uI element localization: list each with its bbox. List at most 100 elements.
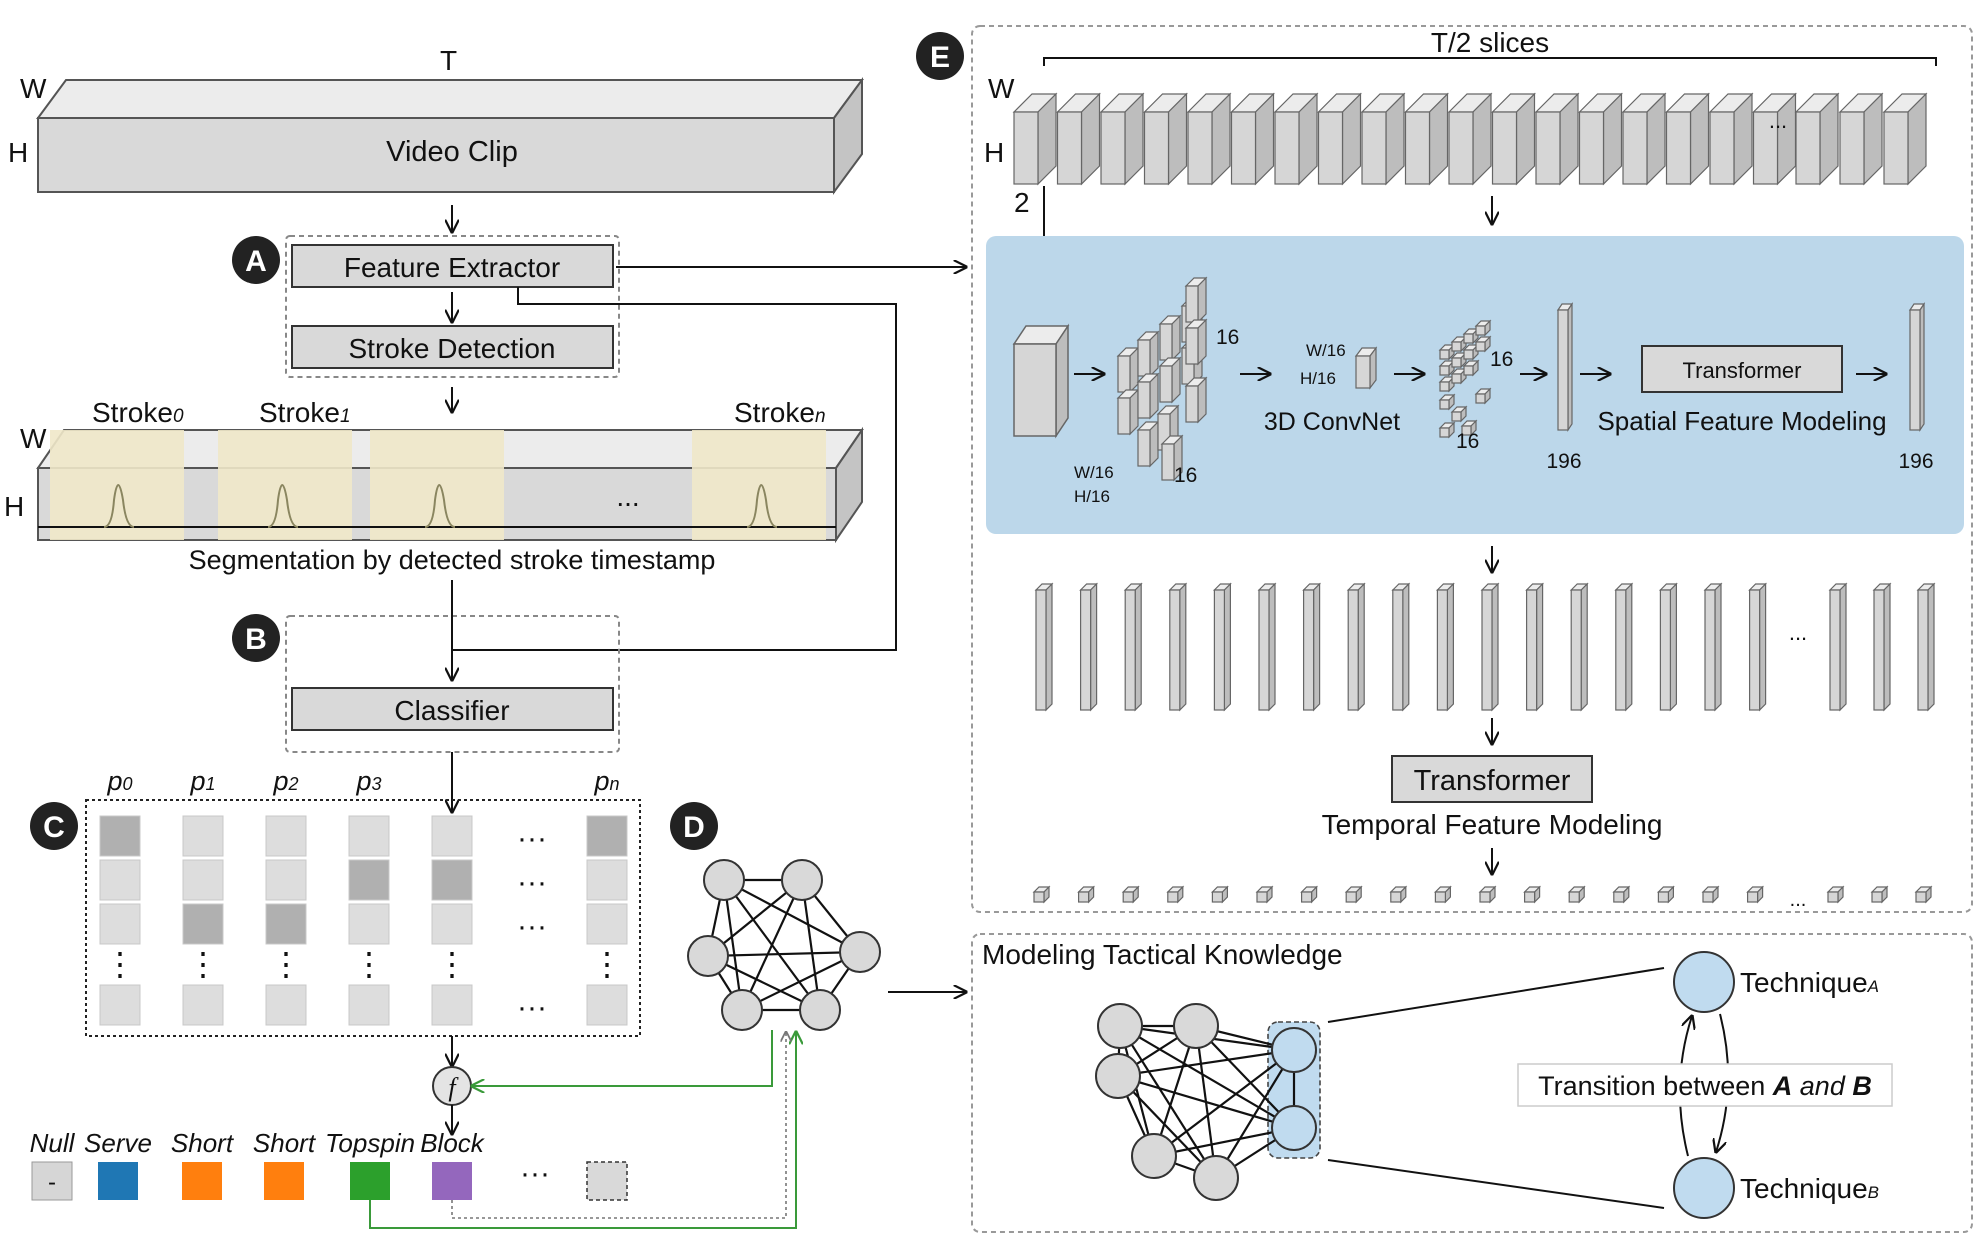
- spatial-transformer-box: [1641, 345, 1843, 393]
- small-cube: [1474, 335, 1492, 353]
- feature-bar: [1872, 582, 1892, 712]
- graph-edge: [1119, 1025, 1217, 1179]
- graph-edge: [1117, 1048, 1295, 1078]
- feature-bar: [1916, 582, 1936, 712]
- transition-label: Transition between A and B: [1538, 1071, 1872, 1101]
- small-cube: [1438, 393, 1456, 411]
- frame-slice: [1230, 92, 1275, 186]
- stroke-n-label: Stroken: [734, 397, 826, 428]
- stroke-peak: [267, 484, 299, 528]
- stroke-peak: [103, 484, 135, 528]
- vertical-ellipsis: ⋮: [104, 946, 136, 982]
- frame-slice: [1273, 92, 1319, 186]
- feature-bar: [1658, 582, 1678, 712]
- frame-slice: [1752, 92, 1797, 186]
- prob-cell: [99, 859, 141, 901]
- legend-swatch: [432, 1162, 472, 1200]
- frame-slice: [1317, 92, 1362, 186]
- slices-width-label: W: [988, 73, 1015, 104]
- prob-cell: [182, 903, 224, 945]
- prob-cell: [586, 903, 628, 945]
- video-time-label: T: [440, 45, 457, 76]
- stroke-segment: [218, 430, 352, 540]
- legend-ellipsis: ···: [520, 1157, 550, 1190]
- badge-b-letter: B: [245, 623, 267, 656]
- feature-bar: [1828, 582, 1848, 712]
- small-cube: [1460, 419, 1478, 437]
- technique-a-node: [1673, 951, 1735, 1013]
- badge-a-letter: A: [245, 245, 267, 278]
- green-feedback-line: [369, 1032, 796, 1229]
- graph-node: [799, 989, 841, 1031]
- probability-matrix: ⋮⋮⋮⋮⋮⋮············: [99, 815, 628, 1026]
- panel-a-border: [285, 235, 620, 378]
- legend-swatch: [98, 1162, 138, 1200]
- frame-slice: [1360, 92, 1406, 186]
- output-token: [1032, 885, 1051, 904]
- stroke-0-label: Stroke0: [92, 397, 184, 428]
- prob-cell: [265, 903, 307, 945]
- output-token: [1567, 885, 1586, 904]
- frame-slice: [1447, 92, 1493, 186]
- fusion-node: f: [432, 1066, 472, 1106]
- feature-map: [1160, 434, 1184, 482]
- graph-node: [1173, 1003, 1219, 1049]
- legend-label: Serve: [84, 1128, 152, 1158]
- frame-slice: [1491, 92, 1536, 186]
- slices-height-label: H: [984, 137, 1004, 168]
- spatial-module-panel: [986, 236, 1964, 534]
- technique-b-node: [1673, 1157, 1735, 1219]
- small-cube: [1462, 359, 1480, 377]
- token-bar-left: [1556, 302, 1574, 432]
- frame-slice: [1708, 92, 1754, 186]
- graph-edge: [800, 879, 822, 1011]
- prob-cell: [431, 815, 473, 857]
- graph-node: [1131, 1133, 1177, 1179]
- prob-label: pn: [593, 766, 619, 796]
- link-to-technique-b: [1327, 1159, 1665, 1209]
- feature-bar: [1525, 582, 1545, 712]
- panel-e-border: [971, 25, 1973, 913]
- feature-map: [1184, 376, 1208, 424]
- temporal-transformer-label: Transformer: [1414, 765, 1571, 797]
- slices-bracket: [1043, 57, 1937, 66]
- frame-slice: [1186, 92, 1232, 186]
- output-token: [1077, 885, 1096, 904]
- output-token: [1210, 885, 1229, 904]
- input-slice-cube: [1012, 323, 1070, 439]
- graph-edge: [1195, 1025, 1295, 1129]
- green-graph-to-fusion-line: [472, 1030, 773, 1086]
- feature-map: [1136, 330, 1160, 378]
- prob-cell: [182, 984, 224, 1026]
- small-cube: [1438, 375, 1456, 393]
- prob-cell: [99, 815, 141, 857]
- stroke-segment: [370, 430, 504, 540]
- feature-map: [1136, 372, 1160, 420]
- frame-slice: [1665, 92, 1710, 186]
- technique-a-label: TechniqueA: [1740, 967, 1879, 998]
- stroke-strip: [36, 426, 864, 544]
- stack-h16: H/16: [1074, 487, 1110, 506]
- tokens-196-left: 196: [1546, 450, 1581, 473]
- temporal-modeling-label: Temporal Feature Modeling: [1322, 809, 1663, 840]
- convnet-label: 3D ConvNet: [1264, 408, 1400, 436]
- graph-node: [721, 989, 763, 1031]
- feature-bar: [1435, 582, 1455, 712]
- tactical-title: Modeling Tactical Knowledge: [982, 939, 1343, 970]
- line-extractor-to-classifier: [452, 287, 897, 651]
- stroke-detection-box: [291, 325, 614, 369]
- legend-label: Short: [171, 1128, 235, 1158]
- strip-width-label: W: [20, 423, 47, 454]
- feature-bar: [1569, 582, 1589, 712]
- technique-b-label: TechniqueB: [1740, 1173, 1879, 1204]
- vertical-ellipsis: ⋮: [187, 946, 219, 982]
- conv-h16: H/16: [1300, 369, 1336, 388]
- strip-height-label: H: [4, 491, 24, 522]
- feature-bar: [1034, 582, 1054, 712]
- small-cube: [1450, 405, 1468, 423]
- outputs-ellipsis: ...: [1790, 889, 1807, 911]
- feature-bar: [1212, 582, 1232, 712]
- feature-bar: [1079, 582, 1099, 712]
